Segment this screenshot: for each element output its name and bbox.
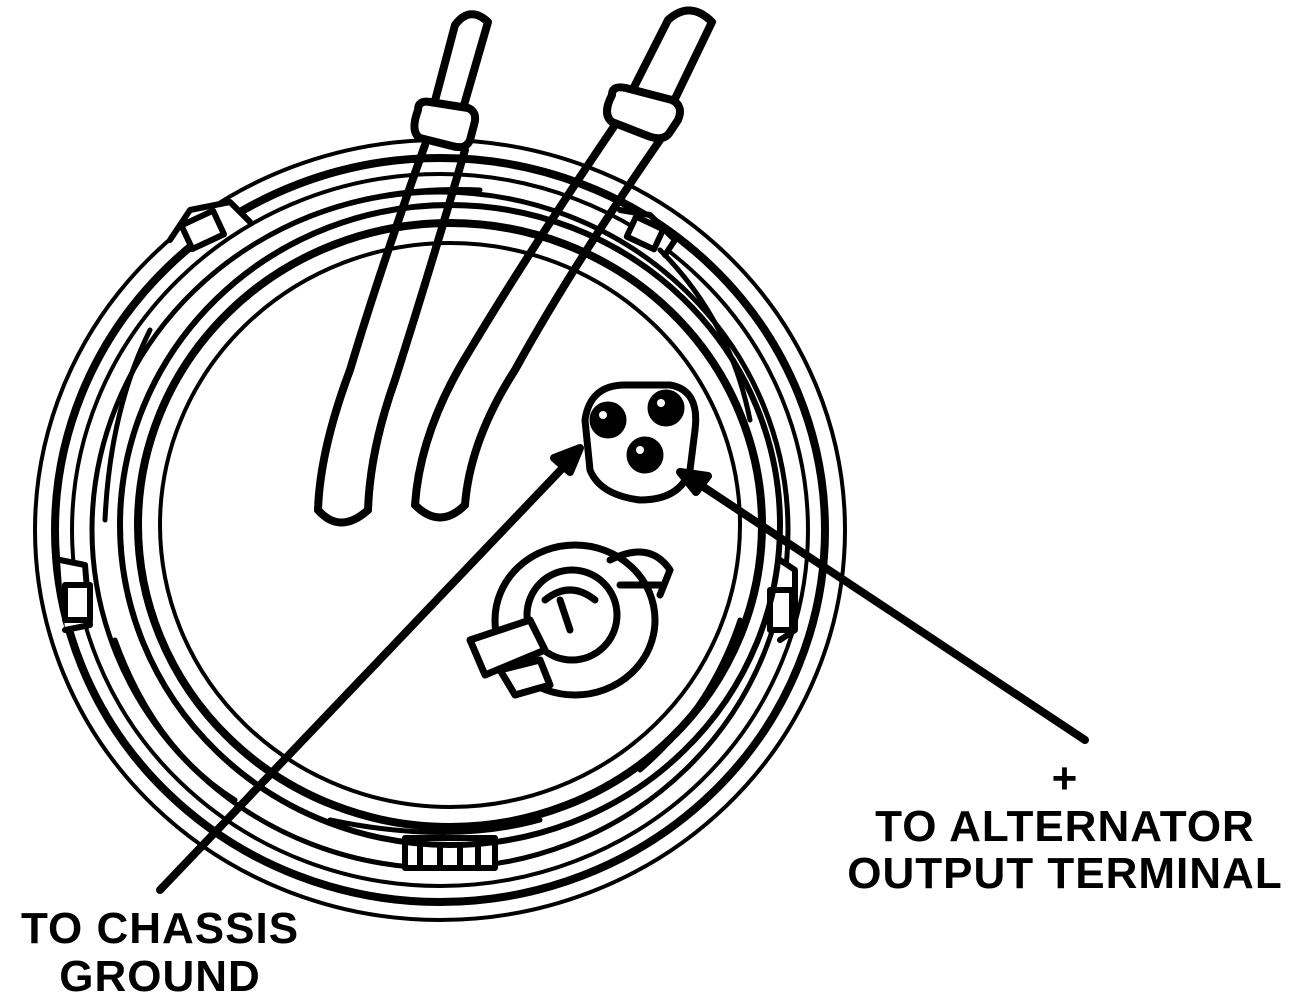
left-hose — [314, 10, 492, 527]
alternator-terminal-label: + TO ALTERNATOR OUTPUT TERMINAL — [830, 755, 1300, 898]
chassis-ground-label: TO CHASSIS GROUND — [0, 905, 320, 1000]
inner-rings — [117, 202, 783, 848]
outlet-fitting — [466, 541, 674, 699]
positive-symbol: + — [1051, 754, 1079, 803]
ring-segments — [102, 187, 753, 835]
rim-mounting-tabs — [57, 199, 798, 871]
terminal-connector — [581, 381, 700, 504]
alternator-label-line1: TO ALTERNATOR — [875, 801, 1255, 851]
ground-label-line1: TO CHASSIS — [20, 904, 300, 953]
ground-label-line2: GROUND — [59, 951, 261, 1001]
leader-lines — [156, 444, 1089, 894]
alternator-label-line2: OUTPUT TERMINAL — [847, 849, 1283, 899]
right-hose — [411, 6, 716, 522]
outer-housing-rings — [33, 138, 847, 922]
